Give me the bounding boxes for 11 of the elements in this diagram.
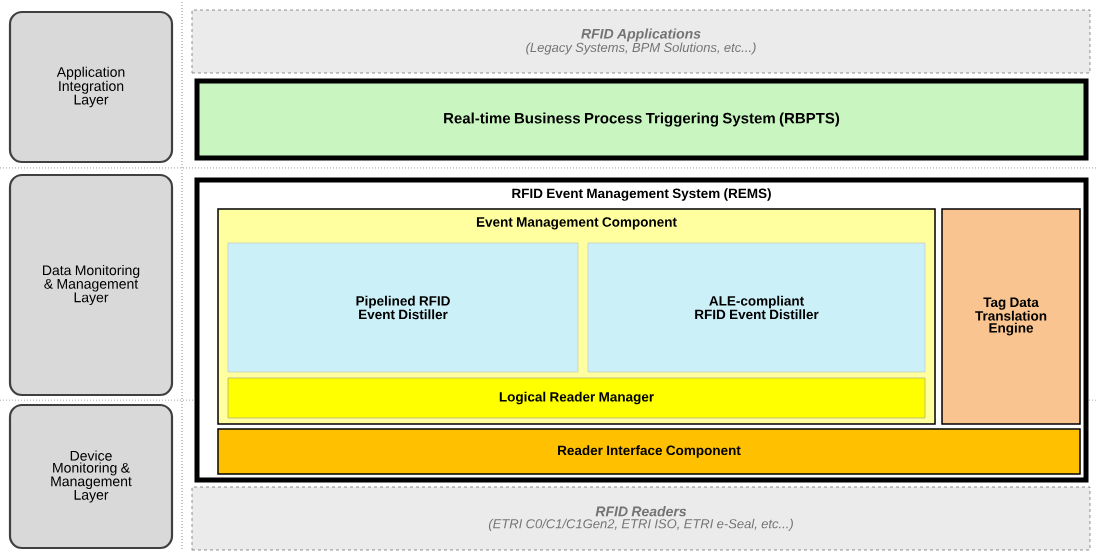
- layer-box: Application Integration Layer: [8, 10, 174, 164]
- component-box: ALE-compliant RFID Event Distiller: [587, 242, 926, 373]
- layer-box: Device Monitoring & Management Layer: [8, 403, 174, 550]
- external-box: RFID Readers (ETRI C0/C1/C1Gen2, ETRI ISO, ETRI e-Seal, etc...): [191, 486, 1091, 551]
- layer-box: Data Monitoring & Management Layer: [8, 173, 174, 397]
- system-box: Real-time Business Process Triggering System (RBPTS): [194, 78, 1089, 161]
- component-box: Logical Reader Manager: [227, 377, 926, 419]
- component-box: Pipelined RFID Event Distiller: [227, 242, 579, 373]
- external-box: RFID Applications (Legacy Systems, BPM Solutions, etc...): [191, 9, 1091, 74]
- component-box: Reader Interface Component: [217, 428, 1081, 475]
- component-box: Tag Data Translation Engine: [941, 208, 1081, 425]
